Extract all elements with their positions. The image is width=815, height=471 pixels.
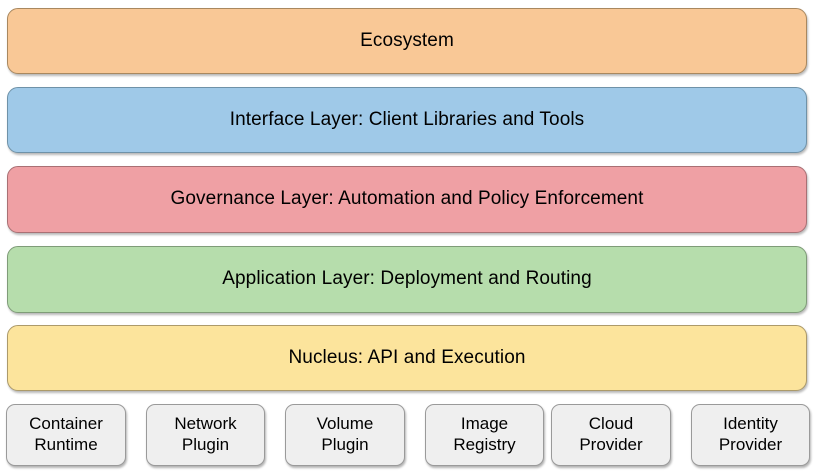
plugin-label-identity-provider: Identity Provider <box>718 414 783 454</box>
layer-bar-governance[interactable]: Governance Layer: Automation and Policy … <box>7 166 807 233</box>
plugin-box-network-plugin[interactable]: Network Plugin <box>146 404 265 466</box>
plugin-box-container-runtime[interactable]: Container Runtime <box>6 404 126 466</box>
plugin-box-image-registry[interactable]: Image Registry <box>425 404 544 466</box>
plugin-box-identity-provider[interactable]: Identity Provider <box>691 404 810 466</box>
layer-bar-application[interactable]: Application Layer: Deployment and Routin… <box>7 246 807 313</box>
plugin-label-image-registry: Image Registry <box>453 414 516 454</box>
layer-bar-ecosystem[interactable]: Ecosystem <box>7 8 807 74</box>
plugin-label-cloud-provider: Cloud Provider <box>579 414 643 454</box>
layer-label-interface: Interface Layer: Client Libraries and To… <box>229 108 585 130</box>
plugin-label-network-plugin: Network Plugin <box>174 414 237 454</box>
plugin-box-cloud-provider[interactable]: Cloud Provider <box>551 404 671 466</box>
layer-label-application: Application Layer: Deployment and Routin… <box>222 268 592 290</box>
layer-label-governance: Governance Layer: Automation and Policy … <box>170 188 644 210</box>
plugin-label-container-runtime: Container Runtime <box>29 414 103 454</box>
layer-label-nucleus: Nucleus: API and Execution <box>288 346 526 368</box>
layer-bar-nucleus[interactable]: Nucleus: API and Execution <box>7 325 807 391</box>
plugin-box-volume-plugin[interactable]: Volume Plugin <box>285 404 405 466</box>
layer-bar-interface[interactable]: Interface Layer: Client Libraries and To… <box>7 87 807 153</box>
layer-label-ecosystem: Ecosystem <box>360 29 454 51</box>
plugin-label-volume-plugin: Volume Plugin <box>316 414 374 454</box>
